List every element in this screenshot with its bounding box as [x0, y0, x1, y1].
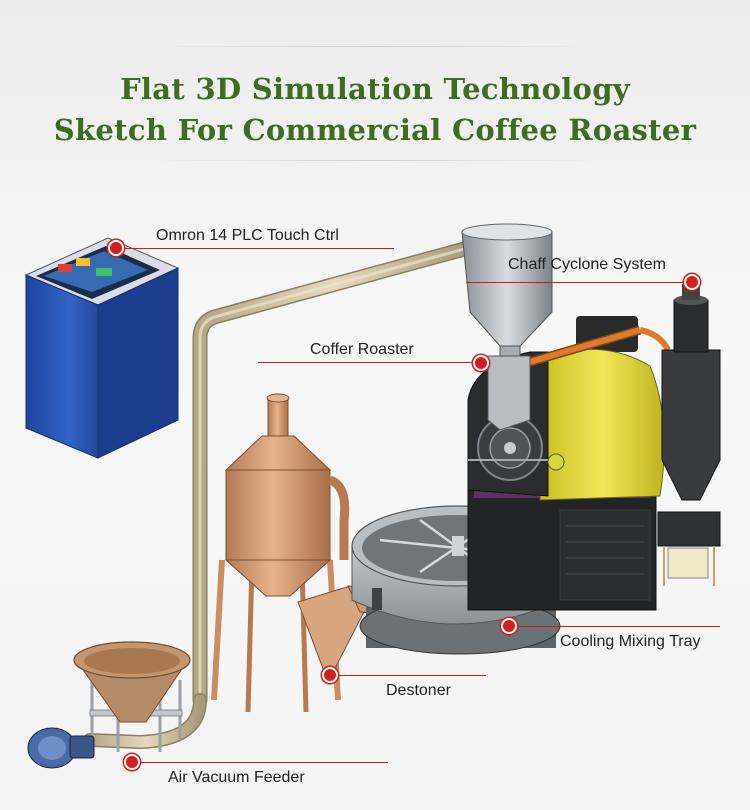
cooling-callout-marker	[501, 618, 517, 634]
conveying-pipe	[83, 240, 476, 749]
cooling-leader-line	[514, 626, 720, 627]
destoner-callout-marker	[322, 667, 338, 683]
cyclone-callout-label: Chaff Cyclone System	[508, 256, 666, 273]
title-line-1: Flat 3D Simulation Technology	[120, 72, 630, 106]
roaster-callout-marker	[473, 355, 489, 371]
feeder-callout-marker	[124, 754, 140, 770]
roaster-leader-line	[258, 362, 478, 363]
cyclone-callout-marker	[684, 274, 700, 290]
feeder-callout-label: Air Vacuum Feeder	[168, 769, 305, 786]
plc-callout-label: Omron 14 PLC Touch Ctrl	[156, 227, 339, 244]
header-bottom-rule	[150, 160, 600, 161]
plc-callout-marker	[108, 240, 124, 256]
plc-leader-line	[122, 248, 394, 249]
destoner-silo	[211, 393, 391, 713]
plc-cabinet	[24, 237, 180, 459]
destoner-leader-line	[334, 675, 486, 676]
destoner-callout-label: Destoner	[386, 682, 451, 699]
vacuum-blower	[27, 727, 95, 769]
cooling-callout-label: Cooling Mixing Tray	[560, 633, 701, 650]
title-line-2: Sketch For Commercial Coffee Roaster	[53, 113, 697, 147]
roaster-hopper	[461, 223, 553, 431]
feeder-leader-line	[134, 762, 388, 763]
chaff-cyclone	[657, 284, 721, 586]
header-top-rule	[150, 46, 600, 47]
cyclone-leader-line	[466, 282, 692, 283]
feeder-hopper	[73, 641, 191, 752]
roaster-callout-label: Coffer Roaster	[310, 341, 414, 358]
